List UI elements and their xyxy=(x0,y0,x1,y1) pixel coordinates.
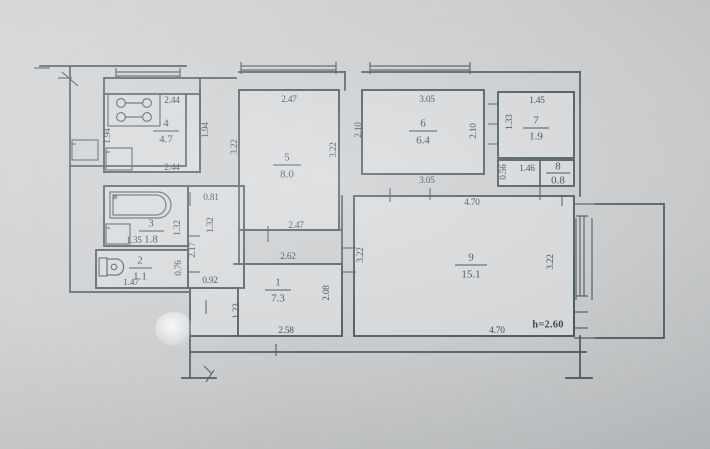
dim-room9-bottom: 4.70 xyxy=(489,326,505,336)
wall-room7 xyxy=(497,91,575,159)
room-label-2: 2 1.1 xyxy=(129,255,152,283)
room-number-5: 5 xyxy=(284,152,290,164)
room-number-6: 6 xyxy=(420,118,426,130)
room-number-1: 1 xyxy=(275,277,281,289)
door-tick-room7 xyxy=(488,103,498,145)
room-area-6: 6.4 xyxy=(416,135,430,147)
room-label-3: 3 1.8 xyxy=(139,218,164,246)
dim-kitchen-right: 1.94 xyxy=(201,122,211,138)
room-fill-5 xyxy=(238,89,340,231)
room-label-1: 1 7.3 xyxy=(265,277,291,305)
room-number-8: 8 xyxy=(555,161,561,173)
balconies xyxy=(574,203,665,339)
balcony-right-rail xyxy=(575,218,593,300)
room-area-8: 0.8 xyxy=(551,175,565,187)
dim-kitchen-top: 2.44 xyxy=(164,96,180,106)
wall-hall-right xyxy=(187,185,245,289)
room-fill-9 xyxy=(353,195,575,337)
dim-room5-bottom: 2.47 xyxy=(288,221,304,231)
dim-corridor-bottom: 2.58 xyxy=(278,326,294,336)
dim-room5-right: 3.22 xyxy=(329,142,339,158)
room-area-3: 1.8 xyxy=(144,234,158,246)
room-area-2: 1.1 xyxy=(133,271,147,283)
kitchen-sink-icon xyxy=(105,147,133,171)
room-label-5: 5 8.0 xyxy=(273,152,301,181)
dim-door-0-81: 0.81 xyxy=(203,193,219,203)
room-fills xyxy=(95,89,575,337)
door-openings xyxy=(34,67,588,383)
room-number-4: 4 xyxy=(163,118,169,130)
wall-entry-hall xyxy=(69,65,187,167)
window-room5-top xyxy=(240,62,337,74)
room-area-1: 7.3 xyxy=(271,293,285,305)
dim-room6-left: 2.10 xyxy=(354,122,364,138)
wall-room8 xyxy=(497,159,575,187)
dim-door-1-23: 1.23 xyxy=(232,303,242,319)
wall-room2 xyxy=(95,249,189,289)
interior-walls xyxy=(95,77,575,337)
room-number-3: 3 xyxy=(148,218,154,230)
windows xyxy=(115,62,588,297)
room-area-9: 15.1 xyxy=(461,269,480,281)
dim-room8-width: 1.46 xyxy=(519,164,535,174)
dim-room7-top: 1.45 xyxy=(529,96,545,106)
dim-room8-left: 0.56 xyxy=(499,164,509,180)
dim-room6-bottom: 3.05 xyxy=(419,176,435,186)
fixtures xyxy=(71,93,172,277)
toilet-icon xyxy=(98,257,125,277)
bathtub-icon xyxy=(109,191,172,219)
dim-room9-left: 3.22 xyxy=(356,247,366,263)
room-label-8: 8 0.8 xyxy=(546,161,570,187)
room-fill-1-ext xyxy=(189,287,239,337)
dim-door-0-92: 0.92 xyxy=(202,276,218,286)
dim-room7-left: 1.33 xyxy=(505,114,515,130)
window-room6-top xyxy=(369,62,471,74)
room-labels: 4 4.7 3 1.8 2 1.1 5 8.0 xyxy=(129,115,570,305)
dimension-labels: 2.44 2.44 1.94 1.94 1.35 1.32 1.47 0.76 … xyxy=(103,95,563,336)
dim-room9-top: 4.70 xyxy=(464,198,480,208)
entry-closet-icon xyxy=(71,139,99,161)
room-area-7: 1.9 xyxy=(529,131,543,143)
entry-break-mark xyxy=(61,71,79,87)
room-area-5: 8.0 xyxy=(280,169,294,181)
ceiling-height-note: h=2.60 xyxy=(532,319,563,330)
dim-hall-2-17: 2.17 xyxy=(188,242,198,258)
room-label-6: 6 6.4 xyxy=(409,118,437,147)
dim-bath-width: 1.35 xyxy=(126,236,142,246)
balcony-right-connector xyxy=(574,203,596,339)
window-kitchen-top xyxy=(115,68,181,78)
dim-room6-right: 2.10 xyxy=(469,123,479,139)
dim-corridor-right: 2.08 xyxy=(322,285,332,301)
balcony-right xyxy=(595,203,665,339)
bottom-break-mark xyxy=(203,365,215,383)
washbasin-icon xyxy=(105,223,131,245)
window-room9-right xyxy=(576,215,588,297)
room-number-7: 7 xyxy=(533,115,539,127)
dim-bath-height: 1.32 xyxy=(173,220,183,236)
stove-icon xyxy=(107,93,161,127)
dim-kitchen-bottom: 2.44 xyxy=(164,163,180,173)
dim-room9-right: 3.22 xyxy=(546,254,556,270)
wall-left-lower xyxy=(69,165,189,293)
dim-room5-left: 3.22 xyxy=(230,139,240,155)
dim-toilet-height: 0.76 xyxy=(174,260,184,276)
dim-toilet-width: 1.47 xyxy=(123,278,139,288)
dim-kitchen-left: 1.94 xyxy=(103,128,113,144)
room-label-4: 4 4.7 xyxy=(153,118,179,146)
room-label-7: 7 1.9 xyxy=(523,115,549,143)
room-number-2: 2 xyxy=(137,255,143,267)
dim-room5-outer-bottom: 2.62 xyxy=(280,252,296,262)
dim-door-1-32: 1.32 xyxy=(206,217,216,233)
room-fill-3 xyxy=(103,185,189,247)
dim-room5-top: 2.47 xyxy=(281,95,297,105)
room-area-4: 4.7 xyxy=(159,134,173,146)
dim-room6-top: 3.05 xyxy=(419,95,435,105)
wall-room3 xyxy=(103,185,189,247)
room-label-9: 9 15.1 xyxy=(455,252,487,281)
room-number-9: 9 xyxy=(468,252,474,264)
